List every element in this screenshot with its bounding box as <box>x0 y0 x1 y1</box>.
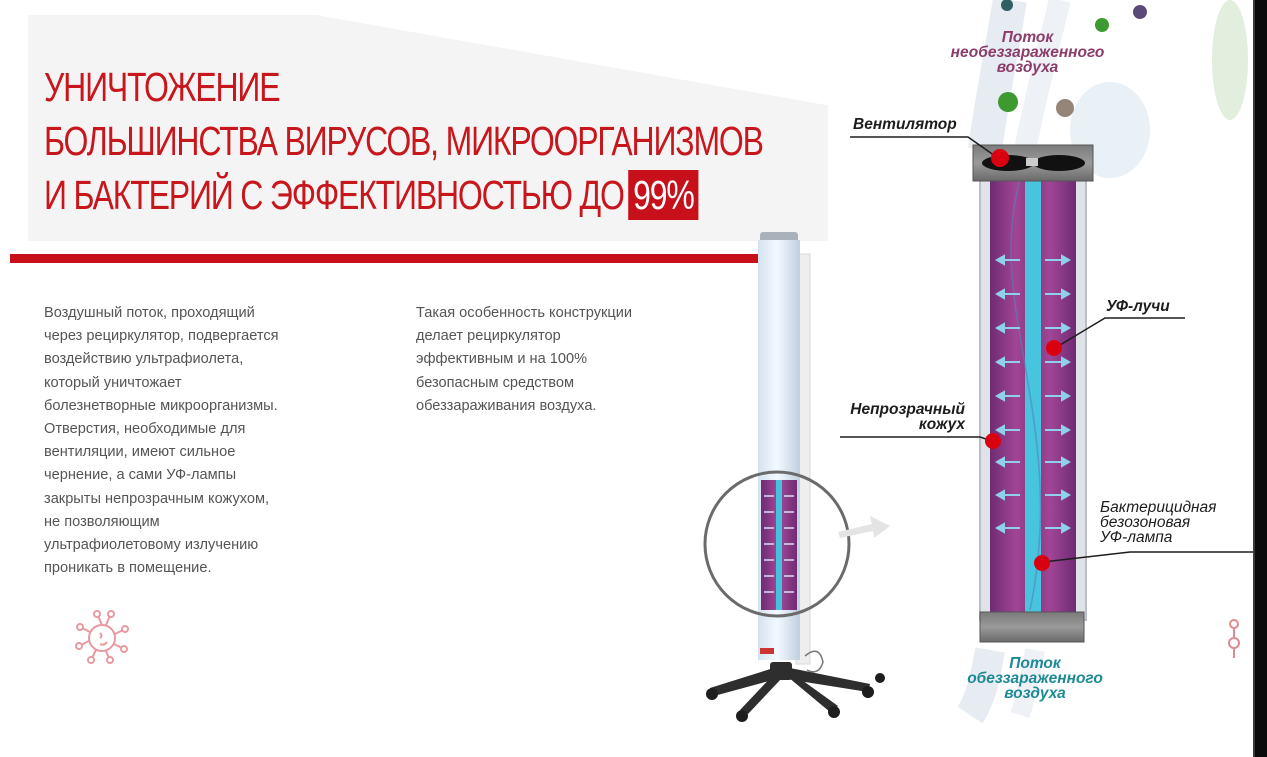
label-fan: Вентилятор <box>853 116 957 133</box>
label-opaque-casing: Непрозрачный кожух <box>850 401 965 433</box>
frame-edge <box>1253 0 1255 757</box>
label-purified-airflow: Поток обеззараженного воздуха <box>967 655 1103 702</box>
efficiency-badge: 99% <box>628 170 699 220</box>
description-paragraph-1: Воздушный поток, проходящий через рецирк… <box>44 305 279 577</box>
red-divider <box>10 254 760 263</box>
heading-line-1: УНИЧТОЖЕНИЕ <box>44 64 281 110</box>
label-unpurified-airflow: Поток необеззараженного воздуха <box>950 29 1105 76</box>
recirculator-device-image <box>703 232 885 722</box>
virus-icon <box>75 610 129 664</box>
virus-icon <box>1228 619 1240 658</box>
label-bactericidal-lamp: Бактерицидная безозоновая УФ-лампа <box>1100 499 1217 546</box>
label-uv-rays: УФ-лучи <box>1106 298 1170 315</box>
page-heading: УНИЧТОЖЕНИЕ БОЛЬШИНСТВА ВИРУСОВ, МИКРООР… <box>44 60 764 222</box>
frame-border <box>1255 0 1267 757</box>
heading-line-2: БОЛЬШИНСТВА ВИРУСОВ, МИКРООРГАНИЗМОВ <box>44 118 764 164</box>
arrow-right-icon <box>838 516 890 538</box>
description-paragraph-2: Такая особенность конструкции делает рец… <box>416 305 633 414</box>
cross-section-diagram <box>840 0 1255 724</box>
